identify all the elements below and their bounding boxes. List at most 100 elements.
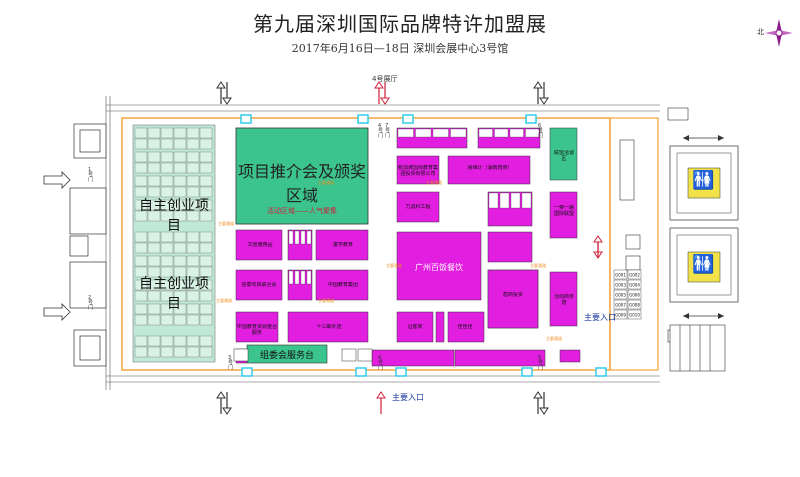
startup-booth (186, 138, 200, 150)
startup-booth (147, 199, 161, 211)
double-arrow-icon (683, 313, 724, 319)
door-arrow-icon (222, 392, 232, 415)
startup-booth (147, 175, 161, 187)
main-entrance-label-right: 主要入口 (584, 313, 616, 322)
entry-arrow-icon (43, 171, 71, 189)
exhibitor-booth (477, 127, 541, 149)
startup-booth (173, 335, 187, 347)
startup-booth (173, 199, 187, 211)
startup-booth (173, 210, 187, 222)
exhibitor-booth (487, 269, 539, 329)
side-booth-label: G005 (615, 293, 626, 298)
startup-booth (199, 162, 213, 174)
side-booth (627, 289, 642, 300)
startup-booth (186, 279, 200, 291)
exhibitor-booth (235, 269, 283, 301)
hall-4-label: 4号展厅 (372, 75, 398, 83)
startup-booth (186, 127, 200, 139)
booth-cell (288, 230, 294, 245)
passage-labels: 主要通道主要通道主要通道主要通道主要通道主要通道主要通道主要通道 (216, 179, 562, 341)
startup-booth (199, 290, 213, 302)
startup-booth (199, 175, 213, 187)
startup-booth (160, 231, 174, 243)
door-arrow-icon (380, 82, 390, 105)
door-label: 4号门 (378, 355, 384, 371)
exhibitor-booth (235, 311, 279, 343)
business-hall-booth (549, 271, 578, 327)
exhibitor-booth (559, 349, 581, 363)
side-booth (613, 269, 628, 280)
negotiation-area (549, 127, 578, 181)
passage-label: 主要通道 (546, 335, 562, 341)
page-title: 第九届深圳国际品牌特许加盟展 (253, 12, 547, 36)
startup-booth (134, 266, 148, 278)
exhibitor-booth (447, 155, 531, 185)
booth-cell (494, 128, 509, 138)
startup-booth (134, 242, 148, 254)
startup-booth (186, 314, 200, 326)
door-arrow-icon (216, 81, 226, 104)
booth-cell (294, 270, 300, 285)
startup-booth (160, 255, 174, 267)
startup-booth (160, 314, 174, 326)
entrance-markers (240, 114, 607, 377)
startup-booth (134, 335, 148, 347)
startup-booth (199, 138, 213, 150)
booth-cell (521, 192, 532, 209)
startup-booth (173, 279, 187, 291)
page-subtitle: 2017年6月16日—18日 深圳会展中心3号馆 (291, 42, 509, 55)
startup-booth (160, 266, 174, 278)
startup-booth (147, 138, 161, 150)
startup-booth (186, 231, 200, 243)
startup-booth (173, 346, 187, 358)
entrance-marker (395, 367, 407, 377)
door-arrow-icon (593, 235, 603, 258)
startup-booth (186, 335, 200, 347)
startup-booth (134, 303, 148, 315)
startup-booth (173, 290, 187, 302)
booth-cell (300, 230, 306, 245)
guangzhou-booth-label: 广州百饭餐饮 (415, 263, 463, 272)
compass-icon: 北 (757, 18, 794, 48)
right-facilities (619, 107, 726, 372)
startup-booth (134, 255, 148, 267)
booth-cell (397, 128, 414, 138)
side-booth-label: G006 (629, 293, 640, 298)
startup-booth (199, 127, 213, 139)
entrance-marker (402, 114, 414, 124)
double-arrow-icon (683, 135, 724, 141)
booth-cell (450, 128, 467, 138)
compass-label: 北 (757, 28, 764, 36)
startup-booth (147, 162, 161, 174)
startup-booth (186, 175, 200, 187)
startup-booth (160, 127, 174, 139)
startup-booth (147, 290, 161, 302)
startup-booth (160, 210, 174, 222)
startup-booth (160, 346, 174, 358)
startup-booth (134, 175, 148, 187)
door-label: 5号门 (538, 355, 544, 371)
startup-booth (199, 231, 213, 243)
booth-cell (509, 128, 524, 138)
small-booth (341, 348, 357, 362)
door-arrow-icon (222, 82, 232, 105)
door-label: 1号门 (88, 167, 94, 183)
exhibitor-booth (396, 127, 468, 149)
small-booth (233, 348, 249, 362)
startup-booth (160, 290, 174, 302)
startup-booth (199, 210, 213, 222)
startup-booth (134, 151, 148, 163)
entry-arrow-icon (43, 303, 71, 321)
door-label: 3号门 (228, 355, 234, 371)
door-arrow-icon (376, 391, 386, 414)
exhibitor-booth (396, 191, 440, 223)
side-booth (613, 289, 628, 300)
startup-booth (186, 255, 200, 267)
startup-booth (173, 138, 187, 150)
startup-booth (199, 314, 213, 326)
entrance-marker (521, 367, 533, 377)
startup-booth (199, 279, 213, 291)
entrance-marker (525, 114, 537, 124)
exhibitor-booth (396, 231, 482, 301)
